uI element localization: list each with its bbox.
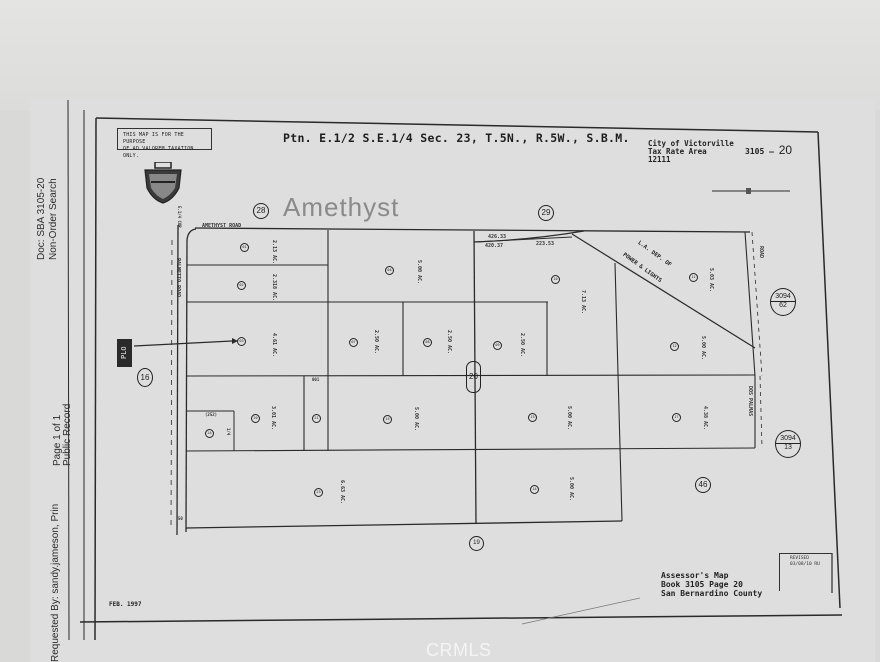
parcel-acreage: 7.13 AC. bbox=[580, 290, 586, 315]
record-type: Public Record bbox=[62, 403, 73, 466]
parcel-number[interactable]: 07 bbox=[349, 338, 358, 347]
parcel-number[interactable]: 01 bbox=[240, 243, 249, 252]
parcel-number[interactable]: 08 bbox=[423, 338, 432, 347]
page-reference-circle[interactable]: 3094 62 bbox=[770, 288, 796, 316]
parcel-acreage: 5.00 AC. bbox=[566, 406, 572, 431]
block-circle[interactable]: 28 bbox=[253, 203, 269, 219]
map-title: Ptn. E.1/2 S.E.1/4 Sec. 23, T.5N., R.5W.… bbox=[283, 131, 630, 145]
page-ref-page: 62 bbox=[771, 301, 795, 310]
parcel-number[interactable]: 13 bbox=[528, 413, 537, 422]
parcel-number[interactable]: 12 bbox=[670, 342, 679, 351]
parcel-acreage: 6.63 AC. bbox=[339, 480, 345, 505]
subject-property-tag: PLO bbox=[117, 339, 132, 367]
watermark: CRMLS bbox=[426, 640, 492, 660]
parcel-number[interactable]: 09 bbox=[493, 341, 502, 350]
road-dim-1: 426.33 bbox=[488, 234, 507, 240]
requested-by: Requested By: sandy.jameson, Prin bbox=[50, 503, 61, 662]
revised-date: 03/08/10 RU bbox=[790, 562, 820, 567]
parcel-acreage: 2.318 AC. bbox=[271, 274, 277, 302]
parcel-number[interactable]: 03 bbox=[237, 337, 246, 346]
tax-rate-area-label: Tax Rate Area bbox=[648, 147, 707, 156]
street-label-southeast: DOS PALMAS bbox=[747, 386, 753, 417]
lot-small-label: 50 bbox=[178, 516, 183, 521]
revised-box: REVISED 03/08/10 RU bbox=[779, 553, 832, 591]
map-book: 3105 bbox=[745, 147, 765, 156]
notice-line-1: THIS MAP IS FOR THE PURPOSE bbox=[123, 132, 184, 145]
page-ref-book: 3094 bbox=[775, 293, 791, 300]
parcel-acreage: 5.00 AC. bbox=[413, 407, 419, 432]
lot-small-label: (252) bbox=[205, 412, 218, 417]
parcel-number[interactable]: 23 bbox=[314, 488, 323, 497]
block-circle[interactable]: 19 bbox=[469, 536, 484, 551]
sidebar-requested-by: Requested By: sandy.jameson, Prin bbox=[50, 482, 61, 662]
block-circle[interactable]: 16 bbox=[137, 368, 153, 387]
doc-id: Doc: SBA 3105-20 bbox=[36, 177, 47, 260]
page-reference-circle[interactable]: 3094 13 bbox=[775, 430, 801, 458]
road-dim-2: 420.37 bbox=[485, 243, 504, 249]
corner-label: E.1/4 COR. bbox=[177, 206, 182, 230]
parcel-acreage: 2.13 AC. bbox=[271, 240, 277, 265]
lot-small-label: 1/4 bbox=[226, 428, 231, 436]
background bbox=[0, 0, 880, 110]
corner-label-1: E.1/4 COR. bbox=[177, 206, 182, 231]
parcel-number[interactable]: 15 bbox=[383, 415, 392, 424]
parcel-acreage: 5.03 AC. bbox=[708, 268, 714, 293]
parcel-acreage: 2.50 AC. bbox=[519, 333, 525, 358]
parcel-acreage: 5.00 AC. bbox=[700, 336, 706, 361]
parcel-number[interactable]: 10 bbox=[551, 275, 560, 284]
map-page: 20 bbox=[778, 143, 793, 157]
parcel-acreage: 5.00 AC. bbox=[416, 260, 422, 285]
parcel-number[interactable]: 21 bbox=[312, 414, 321, 423]
parcel-acreage: 4.38 AC. bbox=[702, 406, 708, 431]
handwritten-street-label: Amethyst bbox=[283, 192, 400, 222]
assessor-book-page: Book 3105 Page 20 bbox=[661, 580, 743, 589]
sidebar-search-type: Non-Order Search bbox=[48, 120, 59, 260]
parcel-number[interactable]: 02 bbox=[237, 281, 246, 290]
parcel-acreage: 5.00 AC. bbox=[568, 477, 574, 502]
parcel-acreage: 3.01 AC. bbox=[270, 406, 276, 431]
parcel-acreage: 4.61 AC. bbox=[271, 333, 277, 358]
parcel-number[interactable]: 20 bbox=[251, 414, 260, 423]
sidebar-non-order-search: Doc: SBA 3105-20 bbox=[36, 120, 47, 260]
lot-small-label: 001 bbox=[312, 377, 320, 382]
notice-box: THIS MAP IS FOR THE PURPOSE OF AD VALORE… bbox=[117, 128, 212, 159]
city-tax-info: City of Victorville Tax Rate Area 12111 bbox=[648, 140, 734, 164]
street-label-west: PALMETTO ROAD bbox=[175, 258, 181, 298]
assessor-title: Assessor's Map bbox=[661, 571, 729, 580]
county-seal-icon bbox=[144, 162, 182, 204]
block-circle[interactable]: 29 bbox=[538, 205, 554, 221]
parcel-number[interactable]: 17 bbox=[672, 413, 681, 422]
tax-rate-area-number: 12111 bbox=[648, 155, 671, 164]
map-number: 3105 – 20 bbox=[745, 143, 792, 157]
parcel-number[interactable]: 24 bbox=[205, 429, 214, 438]
parcel-acreage: 2.50 AC. bbox=[373, 330, 379, 355]
parcel-number[interactable]: 14 bbox=[530, 485, 539, 494]
street-label-east: ROAD bbox=[758, 246, 764, 259]
parcel-acreage: 2.50 AC. bbox=[446, 330, 452, 355]
block-circle[interactable]: 20 bbox=[466, 361, 481, 393]
city-name: City of Victorville bbox=[648, 139, 734, 148]
block-circle[interactable]: 46 bbox=[695, 477, 711, 493]
road-dim-3: 223.53 bbox=[536, 241, 555, 247]
assessor-county: San Bernardino County bbox=[661, 589, 763, 598]
page-ref-page: 13 bbox=[776, 443, 800, 452]
revised-label: REVISED bbox=[790, 556, 809, 561]
assessor-info: Assessor's Map Book 3105 Page 20 San Ber… bbox=[661, 571, 762, 598]
map-date: FEB. 1997 bbox=[109, 601, 142, 608]
sidebar-record-type: Public Record bbox=[62, 403, 73, 466]
page-ref-book: 3094 bbox=[780, 435, 796, 442]
notice-line-2: OF AD VALOREM TAXATION ONLY. bbox=[123, 146, 194, 159]
parcel-number[interactable]: 04 bbox=[385, 266, 394, 275]
parcel-number[interactable]: 11 bbox=[689, 273, 698, 282]
map-dash: – bbox=[764, 147, 779, 156]
search-type: Non-Order Search bbox=[48, 178, 59, 260]
street-label-north: AMETHYST ROAD bbox=[202, 223, 242, 229]
